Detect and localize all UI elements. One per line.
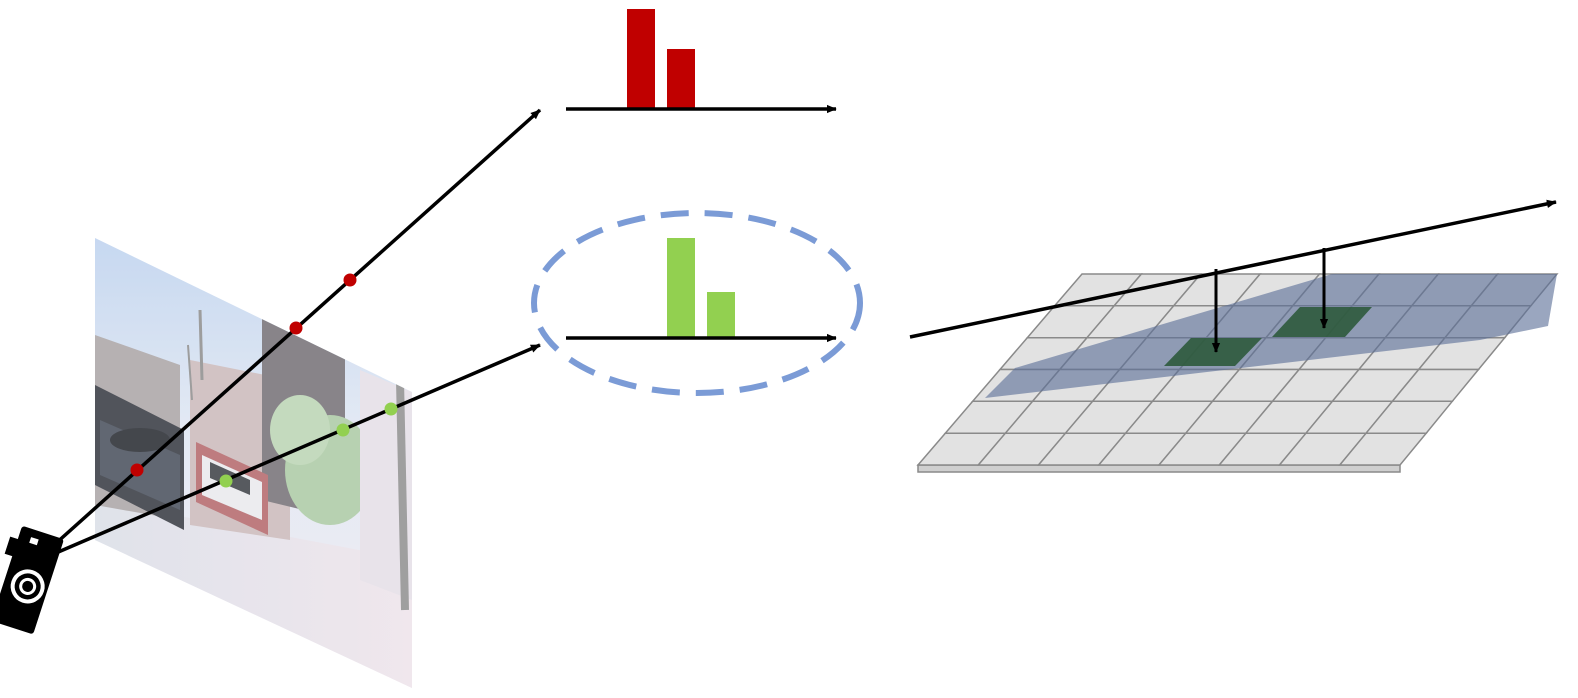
bottom-ray-sample-point-1	[336, 423, 350, 437]
camera-rays	[33, 108, 542, 564]
bottom-ray-histogram-bar-0	[667, 238, 695, 338]
top-ray-histogram-bar-1	[667, 49, 695, 109]
top-ray-sample-point-0	[130, 463, 144, 477]
top-ray-sample-point-1	[289, 321, 303, 335]
top-ray-line	[33, 108, 542, 564]
car-crop-dark	[95, 385, 184, 530]
top-ray-sample-point-2	[343, 273, 357, 287]
bev-grid	[909, 199, 1559, 473]
histograms	[566, 9, 837, 343]
bev-ray	[909, 199, 1557, 339]
camera-icon	[0, 526, 64, 634]
image-plane	[95, 238, 412, 688]
bottom-ray-line	[34, 343, 541, 564]
bev-grid-edge	[917, 464, 1401, 473]
bottom-ray-sample-point-2	[384, 402, 398, 416]
bev-cell-5-7	[1338, 432, 1428, 466]
bottom-ray-sample-point-0	[219, 474, 233, 488]
projection-band	[985, 274, 1557, 398]
top-ray-histogram-bar-0	[627, 9, 655, 109]
bottom-ray-histogram-bar-1	[707, 292, 735, 338]
selected-ray-highlight	[531, 210, 863, 396]
